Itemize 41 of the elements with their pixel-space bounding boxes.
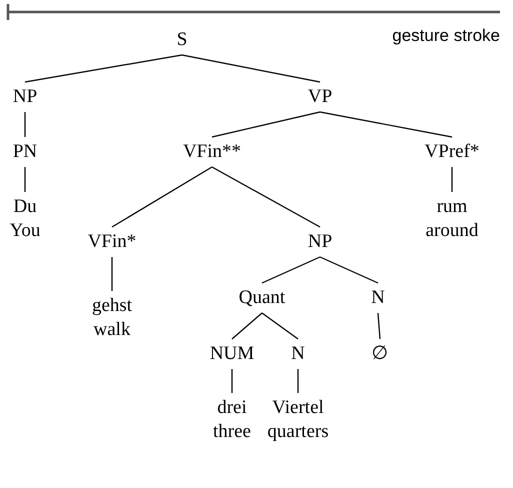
- tree-branch: [111, 257, 113, 291]
- tree-label: NUM: [210, 342, 254, 366]
- tree-branch: [212, 166, 320, 228]
- tree-label: Quant: [238, 286, 286, 310]
- tree-label: ∅: [372, 342, 388, 366]
- span-label: gesture stroke: [392, 26, 500, 46]
- tree-label: VFin**: [182, 140, 242, 164]
- gloss-label: around: [426, 219, 478, 243]
- tree-label: VP: [308, 85, 332, 109]
- tree-label: VFin*: [88, 230, 136, 254]
- tree-label: Viertel: [272, 396, 324, 420]
- tree-branch: [212, 111, 320, 138]
- tree-label: drei: [217, 396, 247, 420]
- tree-branch: [112, 166, 212, 228]
- tree-branch: [451, 167, 453, 192]
- tree-branch: [320, 256, 378, 284]
- tree-branch: [24, 112, 26, 137]
- tree-label: NP: [308, 230, 332, 254]
- tree-branch: [262, 312, 298, 340]
- tree-label: S: [176, 28, 188, 52]
- tree-branch: [24, 54, 182, 83]
- tree-branch: [24, 167, 26, 192]
- tree-label: NP: [12, 85, 38, 109]
- tree-branch: [377, 312, 381, 340]
- gloss-label: You: [10, 219, 40, 243]
- tree-label: N: [371, 286, 385, 310]
- tree-branch: [232, 312, 262, 340]
- tree-label: gehst: [92, 294, 132, 318]
- gloss-label: walk: [94, 318, 130, 342]
- tree-label: rum: [436, 195, 468, 219]
- tree-branch: [320, 111, 452, 138]
- tree-branch: [182, 54, 320, 83]
- tree-branch: [231, 369, 233, 393]
- tree-label: VPref*: [424, 140, 480, 164]
- gloss-label: quarters: [267, 420, 329, 444]
- tree-branch: [297, 369, 299, 393]
- tree-label: N: [291, 342, 305, 366]
- tree-label: PN: [12, 140, 38, 164]
- tree-branch: [262, 256, 320, 284]
- tree-label: Du: [13, 195, 37, 219]
- gloss-label: three: [213, 420, 251, 444]
